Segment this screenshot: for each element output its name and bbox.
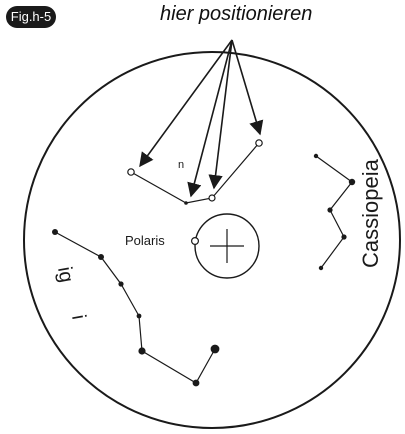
ursa-major-star-2 (98, 254, 104, 260)
small-dipper-star-1 (128, 169, 134, 175)
cassiopeia-star-2 (349, 179, 355, 185)
small-dipper-label: n (178, 159, 184, 171)
ursa-major-mark-b: i (67, 313, 89, 321)
ursa-major-star-7 (211, 345, 220, 354)
ursa-major-star-1 (52, 229, 58, 235)
arrow-to-star-middle (191, 40, 232, 196)
ursa-major-star-5 (138, 347, 145, 354)
small-dipper-star-2 (184, 201, 188, 205)
ursa-major-star-6 (193, 380, 200, 387)
cassiopeia-label: Cassiopeia (358, 158, 383, 268)
ursa-major-line (55, 232, 215, 383)
cassiopeia-line (316, 156, 352, 268)
cassiopeia-star-1 (314, 154, 318, 158)
ursa-major-mark-a: ig (53, 265, 77, 284)
small-dipper-star-3 (209, 195, 215, 201)
cassiopeia-star-3 (327, 207, 332, 212)
pointer-arrows (140, 40, 260, 196)
ursa-major-star-3 (118, 281, 123, 286)
small-dipper-star-4 (256, 140, 262, 146)
polaris-label: Polaris (125, 233, 165, 248)
star-disk-outline (24, 52, 400, 428)
cassiopeia-star-5 (319, 266, 323, 270)
cassiopeia-star-4 (341, 234, 346, 239)
polaris-star (192, 238, 199, 245)
ursa-major-star-4 (137, 314, 142, 319)
